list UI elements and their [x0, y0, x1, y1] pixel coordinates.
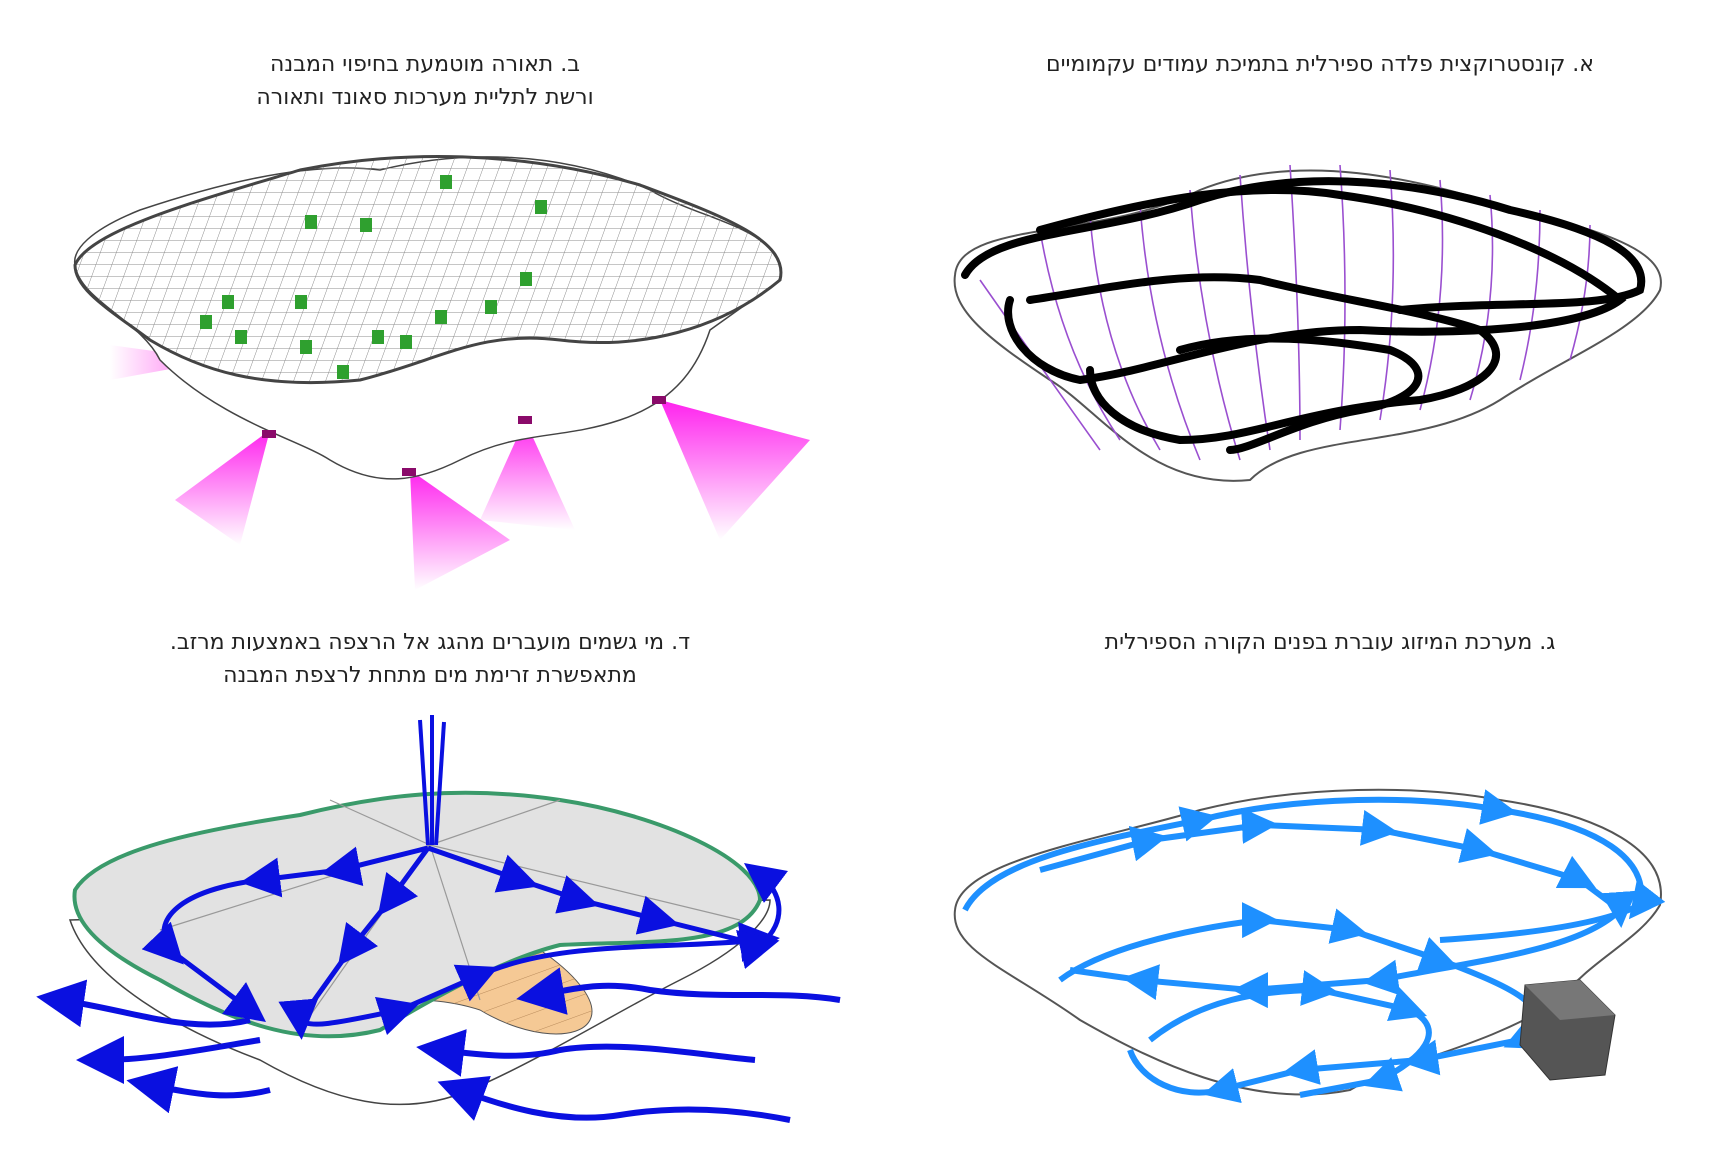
- downpipe: [418, 715, 446, 846]
- ground-flow-arrows: [36, 967, 841, 1123]
- panel-d-rainwater: [36, 715, 841, 1123]
- caption-d-line1: ד. מי גשמים מועברים מהגג אל הרצפה באמצעו…: [169, 630, 691, 655]
- caption-a: א. קונסטרוקצית פלדה ספירלית בתמיכת עמודי…: [1046, 52, 1594, 77]
- panel-b-lighting-grid: [73, 154, 810, 590]
- light-cone: [480, 420, 575, 530]
- caption-d-line2: מתאפשרת זרימת מים מתחת לרצפת המבנה: [223, 663, 637, 688]
- caption-b: ב. תאורה מוטמעת בחיפוי המבנה ורשת לתליית…: [180, 48, 670, 114]
- panel-c-hvac: [953, 788, 1666, 1104]
- hvac-ducts: [962, 789, 1666, 1104]
- light-cone: [660, 400, 810, 540]
- spiral-beam: [961, 177, 1646, 454]
- panel-a-spiral-structure: [953, 164, 1662, 482]
- shell-outline: [953, 169, 1662, 482]
- caption-d: ד. מי גשמים מועברים מהגג אל הרצפה באמצעו…: [120, 626, 740, 692]
- caption-b-line2: ורשת לתליית מערכות סאונד ותאורה: [256, 85, 594, 110]
- light-fixtures: [262, 396, 666, 476]
- roof-grid: [73, 154, 783, 385]
- roof-flow-arrows: [141, 845, 789, 1040]
- light-cone: [175, 430, 270, 545]
- light-cone: [410, 470, 510, 590]
- caption-c: ג. מערכת המיזוג עוברת בפנים הקורה הספירל…: [1104, 630, 1556, 655]
- speakers: [200, 175, 547, 379]
- caption-b-line1: ב. תאורה מוטמעת בחיפוי המבנה: [270, 52, 580, 77]
